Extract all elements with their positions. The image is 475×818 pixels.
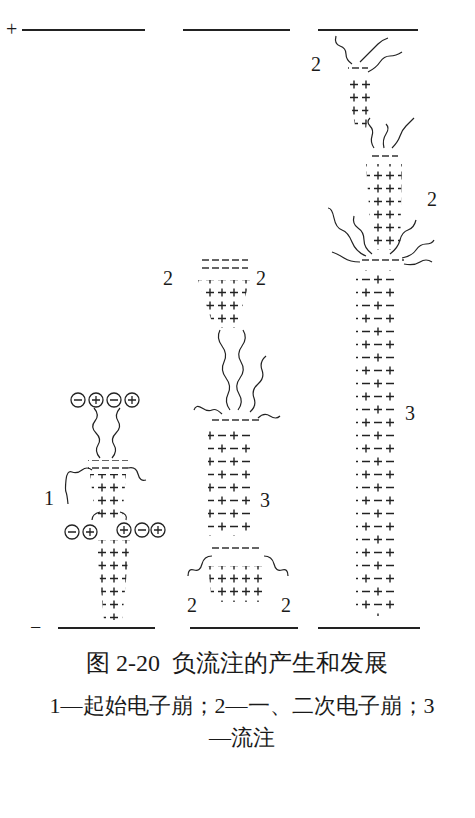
positive-charge bbox=[366, 164, 402, 250]
photon-path bbox=[264, 556, 288, 576]
callout-number: 3 bbox=[260, 490, 270, 510]
photon-path bbox=[93, 408, 100, 458]
photon-path bbox=[368, 118, 374, 148]
positive-charge bbox=[90, 474, 126, 520]
positive-charge bbox=[208, 566, 266, 602]
anode-plate bbox=[22, 29, 418, 31]
negative-charge bbox=[210, 544, 262, 554]
electrode-plates bbox=[22, 30, 420, 628]
photon-path bbox=[218, 330, 230, 410]
callout-number: 1 bbox=[44, 488, 54, 508]
photon-path bbox=[194, 406, 222, 414]
photon-paths bbox=[188, 330, 288, 576]
callout-number: 2 bbox=[281, 595, 291, 615]
negative-charge bbox=[372, 150, 398, 158]
callout-number: 2 bbox=[187, 595, 197, 615]
electrode-sign: + bbox=[6, 19, 17, 39]
photon-path bbox=[336, 36, 353, 64]
photon-path bbox=[250, 356, 266, 412]
photon-path bbox=[258, 414, 280, 418]
positive-charge bbox=[96, 540, 130, 620]
photon-path bbox=[354, 216, 373, 254]
ion-pairs bbox=[65, 393, 165, 539]
photon-paths bbox=[66, 408, 147, 520]
negative-charge bbox=[348, 66, 368, 74]
streamer-channel bbox=[356, 270, 398, 616]
negative-charge bbox=[360, 256, 404, 266]
photon-path bbox=[332, 252, 360, 262]
photon-path bbox=[383, 124, 388, 148]
cathode-plate bbox=[58, 627, 420, 629]
callout-number: 2 bbox=[256, 268, 266, 288]
negative-charge bbox=[210, 414, 260, 424]
callout-number: 2 bbox=[427, 189, 437, 209]
ion-signs bbox=[68, 396, 162, 536]
photon-path bbox=[92, 512, 100, 520]
photon-path bbox=[404, 260, 432, 265]
photon-path bbox=[328, 208, 366, 256]
streamer-channel bbox=[208, 428, 254, 536]
positive-charge bbox=[198, 280, 250, 328]
streamer-stage-two bbox=[188, 258, 288, 602]
negative-charge bbox=[202, 258, 248, 274]
callout-number: 2 bbox=[163, 268, 173, 288]
figure-caption: 图 2-20 负流注的产生和发展 bbox=[37, 651, 437, 675]
photon-path bbox=[120, 512, 126, 520]
photon-path bbox=[368, 52, 402, 72]
photon-path bbox=[128, 468, 146, 481]
photon-paths bbox=[328, 36, 434, 265]
electrode-sign: − bbox=[30, 617, 41, 637]
initial-avalanche bbox=[65, 393, 165, 620]
photon-path bbox=[390, 220, 416, 254]
callout-number: 3 bbox=[405, 403, 415, 423]
photon-path bbox=[112, 408, 120, 458]
streamer-stage-three bbox=[328, 36, 434, 616]
callout-number: 2 bbox=[311, 54, 321, 74]
photon-path bbox=[402, 240, 434, 258]
photon-path bbox=[237, 330, 246, 410]
figure-key: 1—起始电子崩；2—一、二次电子崩；3—流注 bbox=[42, 690, 442, 754]
photon-path bbox=[188, 556, 212, 576]
negative-charge bbox=[88, 460, 128, 472]
photon-path bbox=[66, 468, 93, 504]
photon-path bbox=[392, 118, 414, 148]
